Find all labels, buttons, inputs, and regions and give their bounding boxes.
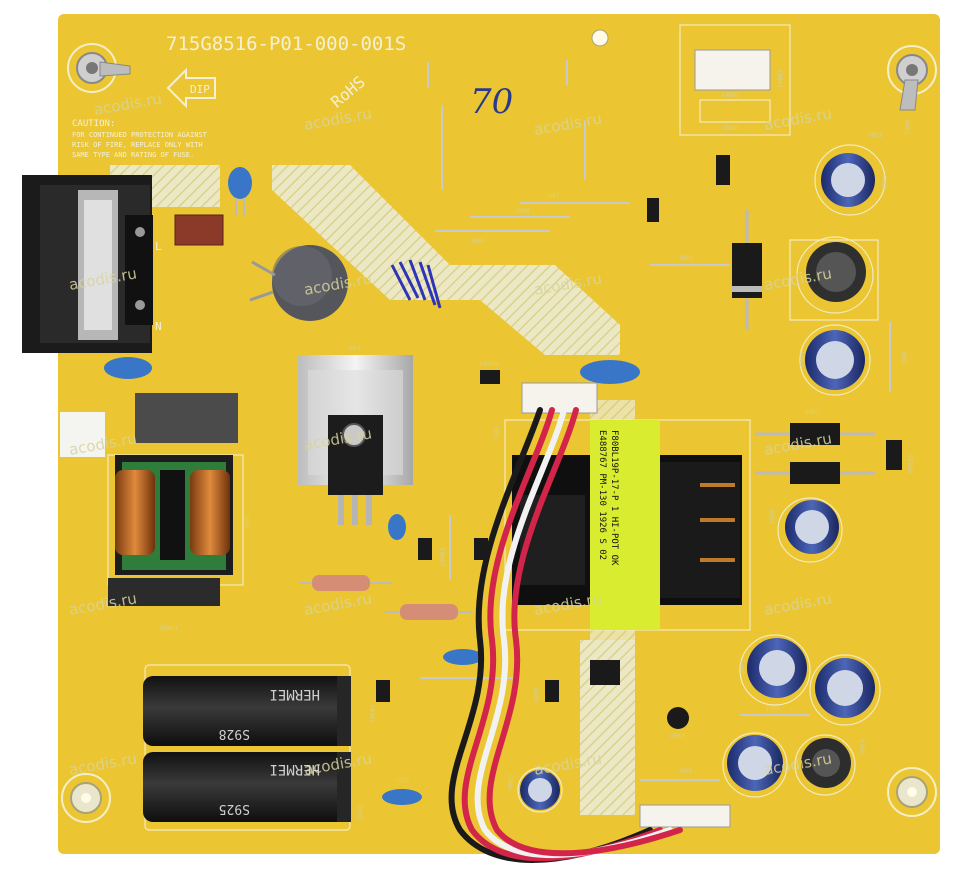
ref-j904: J904 <box>765 705 780 712</box>
blue-test-wires <box>390 259 442 309</box>
ref-j807: J807 <box>545 193 560 200</box>
board-connectors <box>521 49 771 828</box>
caution-line-2: RISK OF FIRE, REPLACE ONLY WITH <box>72 141 203 149</box>
hermei-code-top: S928 <box>219 726 250 741</box>
caution-line-1: FOR CONTINUED PROTECTION AGAINST <box>72 131 208 139</box>
caution-title: CAUTION: <box>72 119 115 129</box>
ref-j905: J905 <box>678 768 693 775</box>
caution-line-3: SAME TYPE AND RATING OF FUSE. <box>72 151 194 159</box>
ref-cn801: CN801 <box>776 70 783 88</box>
ref-c909: C909 <box>738 660 745 675</box>
ref-hs1: HS1 <box>350 345 361 352</box>
heatsink-with-mosfet <box>298 355 413 525</box>
hermei-code-bottom: S925 <box>219 801 250 816</box>
ref-d902: D902 <box>768 510 775 525</box>
ac-line-l: L <box>155 240 162 253</box>
mounting-holes <box>61 29 937 823</box>
handwritten-mark: 70 <box>470 82 513 122</box>
ref-t901: T901 <box>492 425 499 440</box>
ref-c906: C906 <box>506 775 513 790</box>
ref-c931: C931 <box>395 777 410 784</box>
ac-line-n: N <box>155 320 162 333</box>
resistors <box>300 575 472 620</box>
ref-bd901: BD901 <box>160 625 178 632</box>
transformer-label-line2: E488767 PM-130 1926 S 02 <box>597 430 607 560</box>
pcb-part-number: 715G8516-P01-000-001S <box>166 33 406 55</box>
ref-cn803: CN803 <box>722 125 740 132</box>
dip-arrow-label: DIP <box>190 83 210 96</box>
left-white-patch <box>60 412 105 457</box>
hermei-brand-bottom: HERMEI <box>269 761 320 777</box>
pcb-board-tint <box>58 14 940 854</box>
ref-c905: C905 <box>858 740 865 755</box>
transformer-label-line1: F80BL19P-17-P 1 HI-POT OK <box>609 430 619 566</box>
varistor-disc <box>249 245 348 321</box>
bulk-capacitors-hermei <box>143 676 351 822</box>
ref-j809: J809 <box>470 238 485 245</box>
ref-j803: J803 <box>678 255 693 262</box>
common-mode-choke <box>108 393 238 606</box>
ref-d907: D907 <box>805 409 820 416</box>
dip-arrow: DIP <box>166 67 216 109</box>
ref-u903: U903 <box>670 733 685 740</box>
pcb-board <box>58 14 940 854</box>
diodes <box>376 155 902 729</box>
ref-gnd1: GND1 <box>903 120 910 135</box>
ac-inlet-connector <box>22 175 153 353</box>
ref-d905: D905 <box>532 688 539 703</box>
ref-c902: C902 <box>356 805 363 820</box>
ref-l901: L901 <box>243 515 250 530</box>
ref-fb908: FB908 <box>906 455 913 473</box>
hermei-brand-top: HERMEI <box>269 686 320 702</box>
ref-c908: C908 <box>880 175 887 190</box>
ref-j808: J808 <box>515 208 530 215</box>
ref-fb907: FB907 <box>438 548 445 566</box>
ref-fb909: FB909 <box>480 361 498 368</box>
ref-cn802: CN802 <box>722 92 740 99</box>
ref-c801: C801 <box>798 352 805 367</box>
fuse <box>174 214 224 246</box>
ref-j802: J802 <box>900 350 907 365</box>
wire-harness <box>448 407 683 863</box>
electrolytic-capacitors <box>520 153 875 810</box>
ref-j801: J801 <box>868 132 883 139</box>
ref-fb901: FB901 <box>368 705 375 723</box>
x-capacitors-blue <box>104 167 640 805</box>
